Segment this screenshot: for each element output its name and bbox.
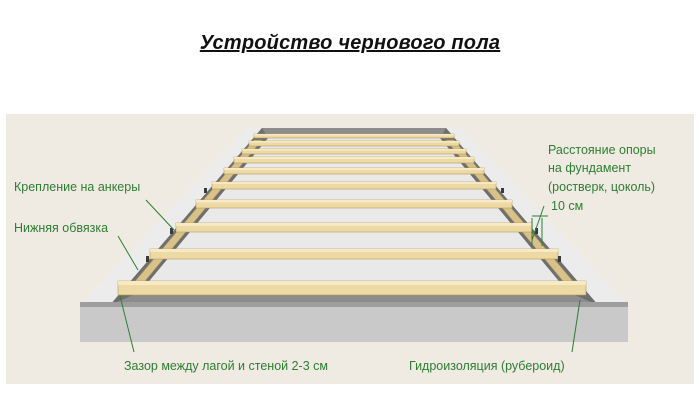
- label-waterproofing: Гидроизоляция (рубероид): [409, 359, 565, 373]
- leader-lines: [117, 199, 581, 353]
- floor-joists: [117, 133, 587, 296]
- label-support-distance-line2: на фундамент: [548, 161, 632, 175]
- slab-top-edge: [80, 302, 628, 307]
- leader-waterproofing: [571, 299, 581, 353]
- foundation-wall-left: [80, 128, 262, 305]
- leader-gap: [119, 295, 135, 353]
- anchor-bolts: [146, 188, 561, 262]
- joist-highlights: [118, 134, 586, 285]
- leader-support-distance: [531, 205, 545, 241]
- label-support-distance-line1: Расстояние опоры: [548, 143, 656, 157]
- label-bottom-strapping: Нижняя обвязка: [14, 221, 109, 235]
- label-anchors: Крепление на анкеры: [14, 180, 141, 194]
- page-title: Устройство чернового пола: [199, 32, 501, 54]
- label-gap: Зазор между лагой и стеной 2-3 см: [124, 359, 328, 373]
- leader-bottom-strapping: [117, 235, 139, 271]
- foundation-slab-front: [80, 307, 628, 342]
- label-ten-cm: 10 см: [551, 199, 584, 213]
- label-support-distance-line3: (ростверк, цоколь): [548, 180, 656, 194]
- leader-anchors: [145, 199, 175, 231]
